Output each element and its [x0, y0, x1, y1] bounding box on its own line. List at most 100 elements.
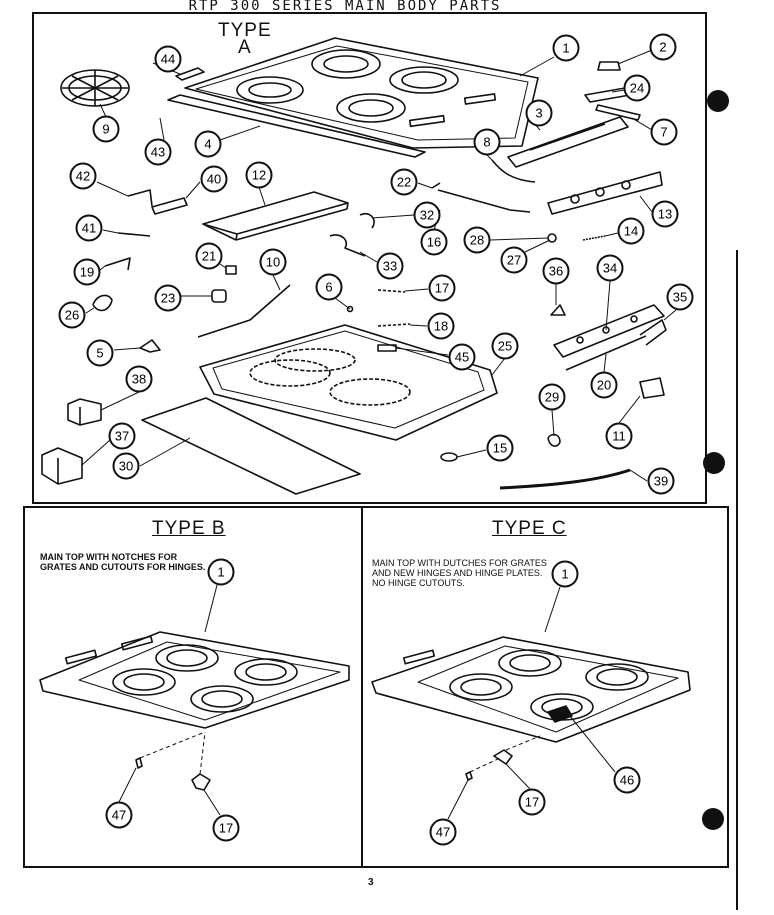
- callout-a-40: 40: [200, 165, 228, 193]
- callout-a-3: 3: [525, 99, 553, 127]
- callout-number: 12: [252, 168, 266, 183]
- callout-a-16: 16: [420, 228, 448, 256]
- callout-number: 43: [151, 145, 165, 160]
- callout-a-34: 34: [596, 254, 624, 282]
- callout-number: 28: [470, 233, 484, 248]
- part-44: [175, 67, 205, 81]
- callout-number: 22: [397, 175, 411, 190]
- callout-number: 19: [80, 265, 94, 280]
- callout-number: 38: [132, 372, 146, 387]
- callout-number: 4: [204, 137, 211, 152]
- type-a-frame: [32, 12, 707, 504]
- callout-circle: [86, 339, 114, 367]
- callout-circle: [259, 248, 287, 276]
- cord-39: [499, 468, 631, 490]
- callout-number: 24: [630, 81, 644, 96]
- callout-number: 1: [561, 567, 568, 582]
- type-b-note: MAIN TOP WITH NOTCHES FOR GRATES AND CUT…: [40, 552, 206, 572]
- callout-circle: [649, 33, 677, 61]
- callout-circle: [613, 766, 641, 794]
- callout-number: 11: [612, 429, 626, 444]
- callout-circle: [473, 128, 501, 156]
- callout-number: 40: [207, 172, 221, 187]
- main-top-type-a: [184, 37, 539, 149]
- type-bc-frame: [23, 506, 729, 868]
- callout-a-41: 41: [75, 214, 103, 242]
- callout-circle: [315, 273, 343, 301]
- type-a-label-line2: A: [237, 37, 252, 58]
- callout-circle: [92, 115, 120, 143]
- part-29: [547, 433, 561, 447]
- callout-number: 21: [202, 249, 216, 264]
- callout-a-30: 30: [112, 452, 140, 480]
- callout-circle: [651, 200, 679, 228]
- callout-a-42: 42: [69, 162, 97, 190]
- callout-a-36: 36: [542, 257, 570, 285]
- callout-circle: [376, 252, 404, 280]
- callout-a-44: 44: [154, 45, 182, 73]
- callout-circle: [112, 452, 140, 480]
- callout-a-19: 19: [73, 258, 101, 286]
- callout-b-1: 1: [207, 558, 235, 586]
- callout-number: 44: [161, 52, 175, 67]
- callout-number: 46: [620, 773, 634, 788]
- diagram-title: RTP 300 SERIES MAIN BODY PARTS: [188, 0, 502, 14]
- callout-b-47: 47: [105, 801, 133, 829]
- page-number: 3: [368, 877, 374, 888]
- callout-number: 41: [82, 221, 96, 236]
- knob-2: [597, 61, 621, 71]
- callout-circle: [500, 246, 528, 274]
- callout-number: 3: [535, 106, 542, 121]
- callout-a-1: 1: [552, 34, 580, 62]
- panel-3: [507, 116, 629, 168]
- main-top-type-b: [39, 631, 350, 791]
- callout-a-29: 29: [538, 383, 566, 411]
- type-c-note: MAIN TOP WITH DUTCHES FOR GRATES AND NEW…: [372, 558, 547, 588]
- part-41: [117, 232, 151, 237]
- rod-20: [565, 335, 647, 371]
- callout-number: 32: [420, 208, 434, 223]
- callout-a-18: 18: [427, 312, 455, 340]
- callout-number: 10: [266, 255, 280, 270]
- callout-a-27: 27: [500, 246, 528, 274]
- callout-number: 47: [112, 808, 126, 823]
- callout-number: 9: [102, 122, 109, 137]
- callout-a-7: 7: [650, 118, 678, 146]
- callout-a-8: 8: [473, 128, 501, 156]
- callout-circle: [212, 814, 240, 842]
- callout-circle: [647, 467, 675, 495]
- callout-circle: [617, 217, 645, 245]
- callout-a-12: 12: [245, 161, 273, 189]
- leader-lines: [81, 49, 677, 820]
- callout-number: 30: [119, 459, 133, 474]
- callout-c-47: 47: [429, 818, 457, 846]
- part-23: [211, 289, 227, 303]
- callout-a-33: 33: [376, 252, 404, 280]
- callout-circle: [73, 258, 101, 286]
- part-18: [377, 323, 411, 327]
- callout-a-22: 22: [390, 168, 418, 196]
- callout-a-37: 37: [108, 422, 136, 450]
- rod-16: [437, 189, 531, 213]
- box-38: [67, 398, 102, 426]
- callout-circle: [154, 284, 182, 312]
- callout-a-20: 20: [590, 371, 618, 399]
- callout-a-13: 13: [651, 200, 679, 228]
- main-top-type-c: [371, 636, 691, 781]
- callout-circle: [666, 283, 694, 311]
- part-15: [440, 452, 458, 462]
- callout-number: 45: [455, 350, 469, 365]
- part-17: [377, 289, 406, 293]
- callout-circle: [463, 226, 491, 254]
- callout-circle: [590, 371, 618, 399]
- callout-circle: [58, 301, 86, 329]
- callout-number: 1: [217, 565, 224, 580]
- part-40: [151, 197, 188, 215]
- part-6: [346, 305, 354, 313]
- callout-circle: [605, 422, 633, 450]
- callout-a-17: 17: [428, 274, 456, 302]
- callout-a-6: 6: [315, 273, 343, 301]
- callout-circle: [105, 801, 133, 829]
- rod-10: [197, 284, 291, 338]
